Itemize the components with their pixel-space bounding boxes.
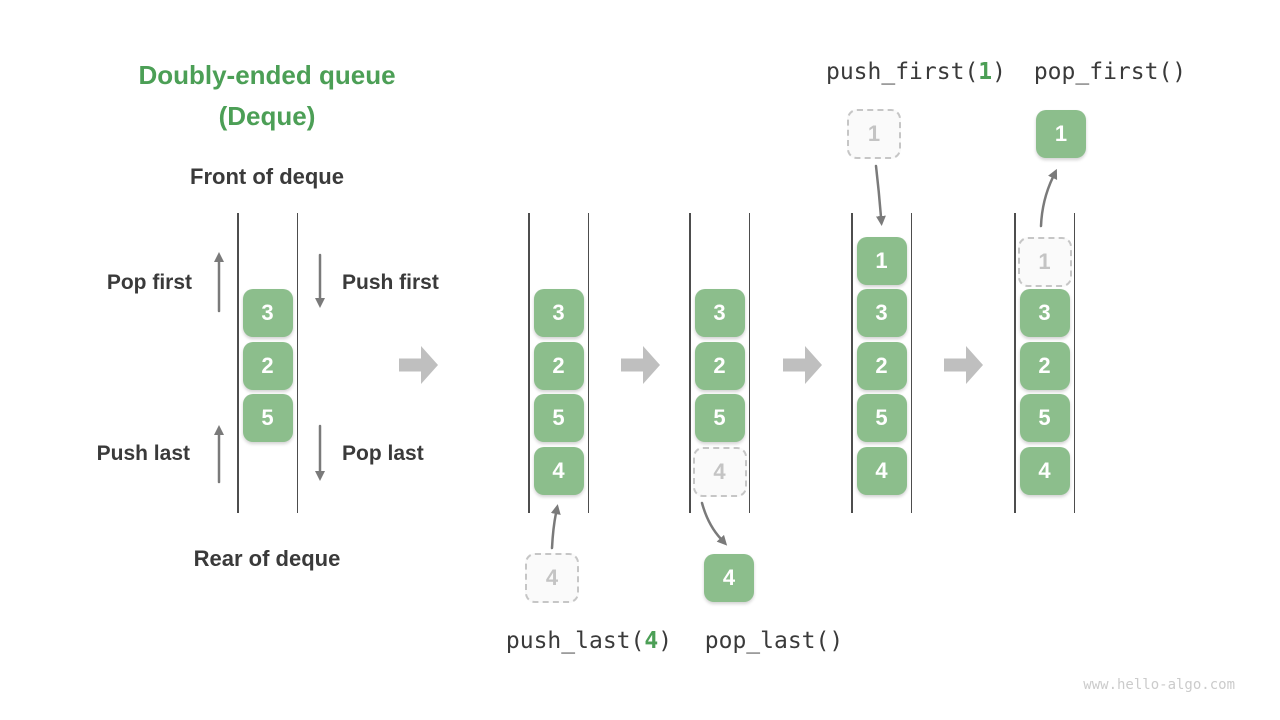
deque-cell: 5 (533, 394, 584, 442)
queue-wall-right (587, 213, 589, 513)
push-first-operation-label: push_first(1) (786, 59, 1046, 85)
deque-cell: 4 (533, 447, 584, 495)
push-last-incoming-box: 4 (525, 553, 579, 603)
pop-first-popped-box: 1 (1036, 110, 1086, 158)
op-text: ) (658, 628, 673, 654)
queue-wall-right (1073, 213, 1075, 513)
diagram-title-line1: Doubly-ended queue (138, 60, 396, 90)
op-text: push_last( (505, 628, 645, 654)
queue-wall-left (851, 213, 853, 513)
deque-cell: 4 (856, 447, 907, 495)
deque-cell: 2 (856, 342, 907, 390)
queue-wall-left (237, 213, 239, 513)
deque-cell: 3 (694, 289, 745, 337)
deque-cell: 3 (856, 289, 907, 337)
queue-wall-right (296, 213, 298, 513)
push-first-move-arrow-icon (874, 164, 886, 226)
watermark: www.hello-algo.com (1083, 677, 1235, 693)
deque-after-push-first: 1 3 2 5 4 (851, 213, 912, 513)
transition-arrow-icon (399, 346, 438, 384)
transition-arrow-icon (621, 346, 660, 384)
deque-during-pop-last: 3 2 5 4 (689, 213, 750, 513)
deque-during-pop-first: 1 3 2 5 4 (1014, 213, 1075, 513)
deque-cell: 2 (242, 342, 293, 390)
front-of-deque-label: Front of deque (190, 164, 344, 189)
deque-cell-ghost: 4 (692, 447, 747, 497)
diagram-title: Doubly-ended queue (Deque) (97, 55, 437, 137)
push-last-operation-label: push_last(4) (459, 628, 719, 654)
queue-wall-left (528, 213, 530, 513)
deque-cell-ghost: 1 (1017, 237, 1072, 287)
deque-cell: 5 (1019, 394, 1070, 442)
queue-wall-right (748, 213, 750, 513)
deque-cell: 2 (1019, 342, 1070, 390)
push-first-incoming-box: 1 (847, 109, 901, 159)
deque-cell: 3 (533, 289, 584, 337)
deque-cell: 3 (1019, 289, 1070, 337)
push-last-label: Push last (96, 442, 190, 465)
deque-cell: 1 (856, 237, 907, 285)
deque-after-push-last: 3 2 5 4 (528, 213, 589, 513)
queue-wall-right (910, 213, 912, 513)
rear-of-deque-label: Rear of deque (193, 546, 341, 571)
pop-last-operation-label: pop_last() (704, 628, 844, 654)
queue-wall-left (689, 213, 691, 513)
op-arg: 4 (644, 628, 659, 654)
op-text: push_first( (825, 59, 979, 85)
deque-cell: 5 (694, 394, 745, 442)
deque-cell: 5 (856, 394, 907, 442)
transition-arrow-icon (783, 346, 822, 384)
transition-arrow-icon (944, 346, 983, 384)
deque-cell: 3 (242, 289, 293, 337)
op-text: ) (992, 59, 1007, 85)
deque-cell: 2 (533, 342, 584, 390)
op-arg: 1 (978, 59, 993, 85)
pop-last-popped-box: 4 (704, 554, 754, 602)
pop-first-operation-label: pop_first() (1033, 59, 1187, 85)
deque-cell: 4 (1019, 447, 1070, 495)
deque-initial: 3 2 5 (237, 213, 298, 513)
queue-wall-left (1014, 213, 1016, 513)
push-last-move-arrow-icon (550, 504, 561, 550)
push-first-label: Push first (342, 271, 439, 294)
deque-cell: 5 (242, 394, 293, 442)
pop-first-label: Pop first (106, 271, 192, 294)
pop-last-label: Pop last (342, 442, 424, 465)
deque-cell: 2 (694, 342, 745, 390)
diagram-title-line2: (Deque) (218, 101, 316, 131)
